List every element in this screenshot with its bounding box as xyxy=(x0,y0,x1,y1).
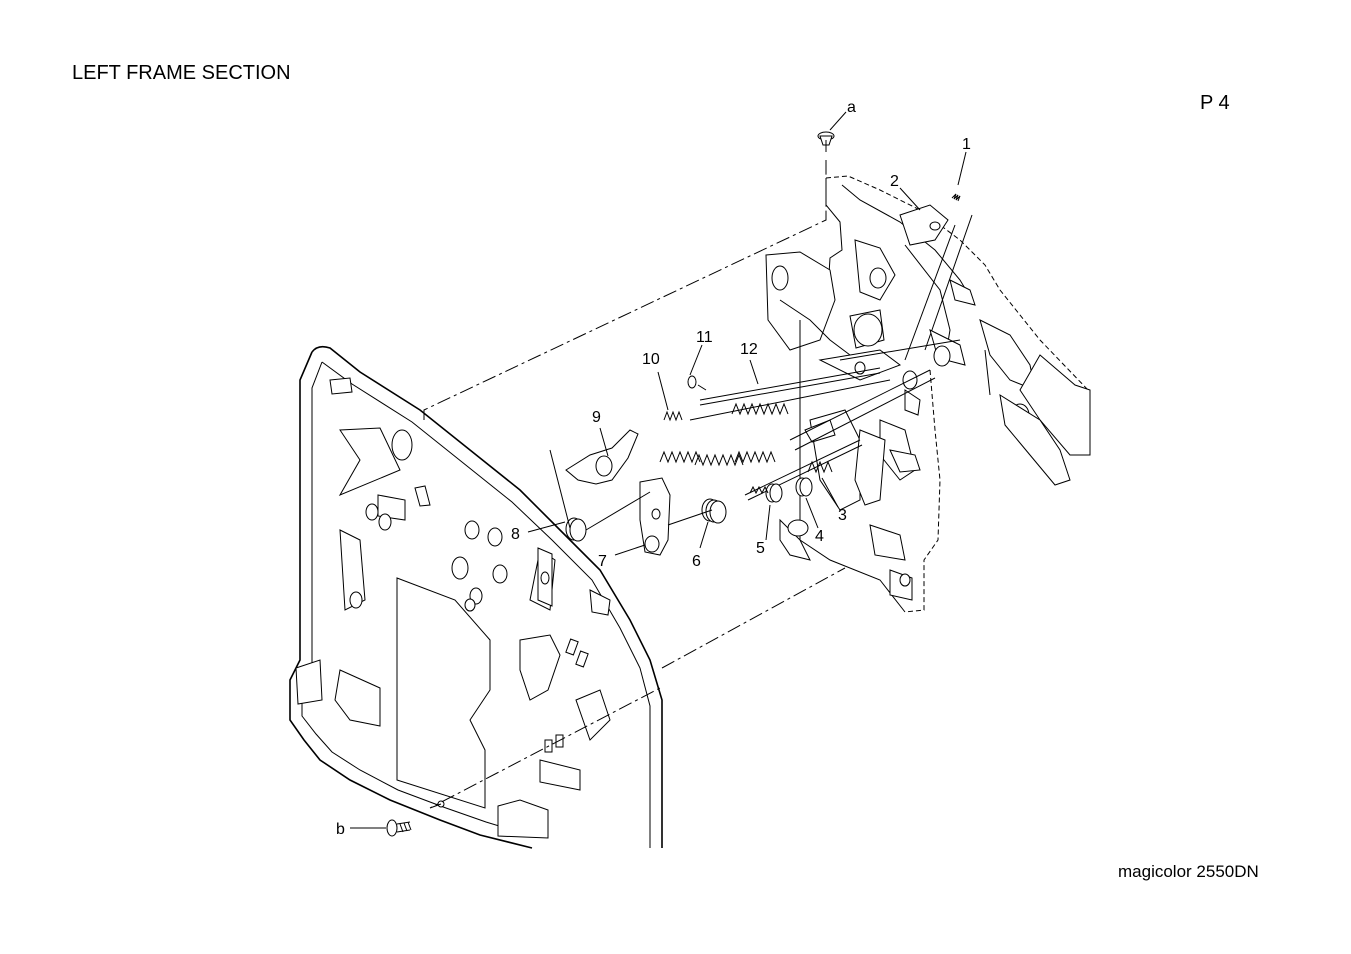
callout-10: 10 xyxy=(642,351,660,368)
part-9-arm xyxy=(565,429,639,485)
callout-b: b xyxy=(336,821,345,838)
spring-long-left xyxy=(659,450,701,464)
callout-6: 6 xyxy=(692,553,701,570)
part-6-spring xyxy=(701,498,727,524)
alignment-lines xyxy=(423,140,846,809)
spring-long-mid xyxy=(694,453,744,467)
callout-12: 12 xyxy=(740,341,758,358)
callout-8: 8 xyxy=(511,526,520,543)
model-name: magicolor 2550DN xyxy=(1118,862,1259,881)
part-8-spring xyxy=(565,491,651,542)
page-number: P 4 xyxy=(1200,92,1230,114)
screw-b xyxy=(386,819,412,837)
callout-9: 9 xyxy=(592,409,601,426)
page-title: LEFT FRAME SECTION xyxy=(72,62,291,84)
part-12-spring xyxy=(731,402,789,416)
callout-3: 3 xyxy=(838,507,847,524)
part-4-spring xyxy=(795,477,813,497)
callout-11: 11 xyxy=(696,329,713,346)
spring-long-right xyxy=(734,450,776,464)
part-3-spring xyxy=(807,460,833,474)
callout-5: 5 xyxy=(756,540,765,557)
callout-1: 1 xyxy=(962,136,971,153)
left-frame-plate xyxy=(289,345,663,849)
bracket-small xyxy=(537,547,553,607)
callout-7: 7 xyxy=(598,553,607,570)
part-5-spring xyxy=(749,483,783,503)
callout-2: 2 xyxy=(890,173,899,190)
part-1-spring xyxy=(951,193,961,202)
callout-4: 4 xyxy=(815,528,824,545)
part-10-spring xyxy=(663,410,683,422)
right-frame-assembly xyxy=(765,175,1091,613)
leader-lines xyxy=(350,111,967,829)
part-7-lever xyxy=(639,477,713,556)
part-11-pin xyxy=(687,375,707,391)
callout-a: a xyxy=(847,99,856,116)
